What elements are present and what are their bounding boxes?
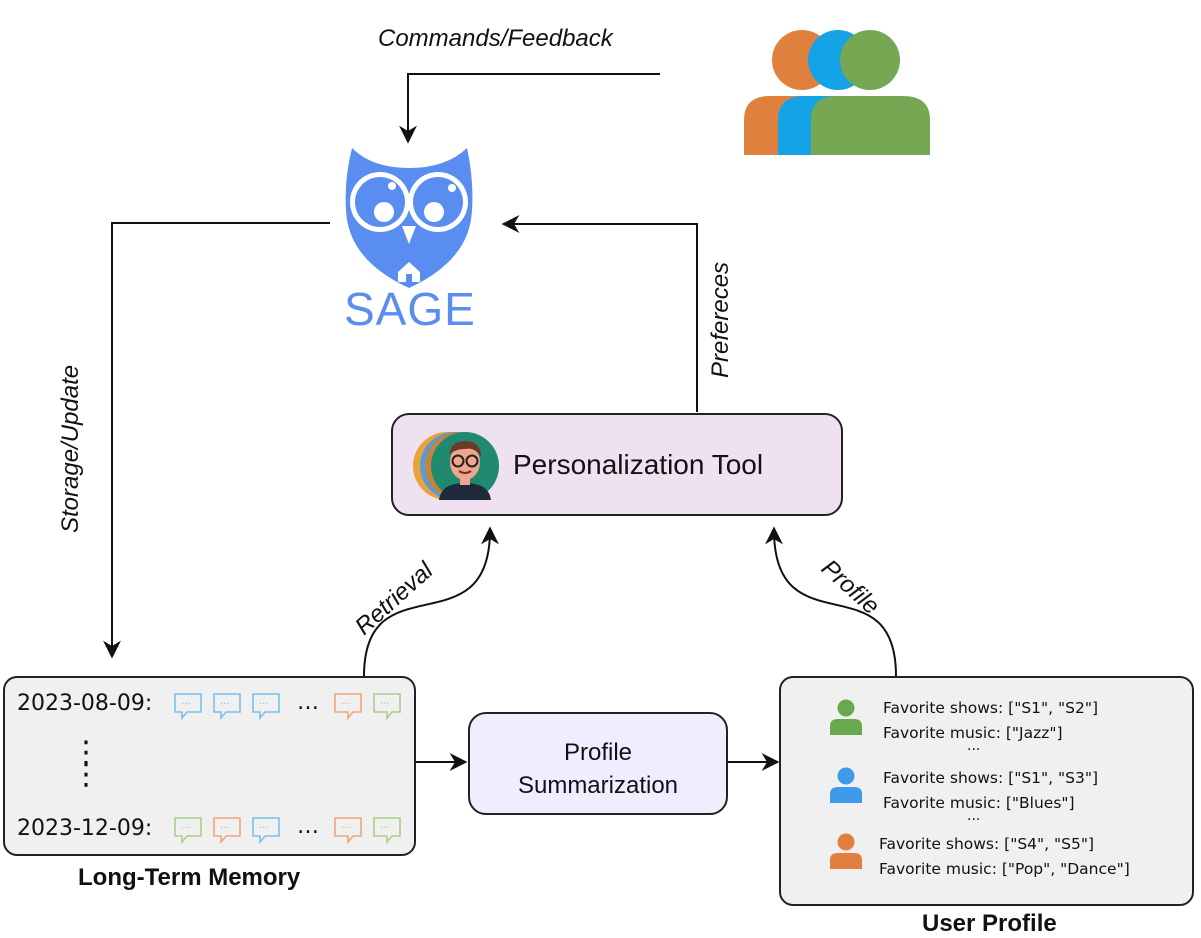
- svg-text:···: ···: [259, 699, 269, 710]
- summarization-line-2: Summarization: [517, 772, 679, 799]
- retrieval-arrow: [363, 526, 499, 677]
- chat-bubble-icon: [174, 693, 202, 721]
- storage-label: Storage/Update: [57, 365, 84, 533]
- profile-dots-1: ...: [967, 738, 981, 754]
- commands-arrow: [399, 73, 660, 144]
- storage-arrow: [103, 222, 330, 659]
- svg-text:···: ···: [220, 823, 230, 834]
- profile-3-shows: Favorite shows: ["S4", "S5"]: [879, 835, 1095, 853]
- memory-row-1-ellipsis: …: [297, 690, 319, 715]
- profile-3-music: Favorite music: ["Pop", "Dance"]: [879, 860, 1130, 878]
- memory-row-2-bubbles: ··· ··· ··· ··· ···: [173, 816, 405, 851]
- owl-logo-icon: [345, 148, 473, 288]
- profile-1-music: Favorite music: ["Jazz"]: [883, 724, 1063, 742]
- memory-date-1: 2023-08-09:: [17, 691, 153, 716]
- sage-label: SAGE: [344, 283, 476, 335]
- svg-text:···: ···: [341, 823, 351, 834]
- profile-arrow: [765, 526, 897, 677]
- svg-text:···: ···: [181, 823, 191, 834]
- user-icon-green: [830, 699, 862, 735]
- memory-row-2-ellipsis: …: [297, 814, 319, 839]
- memory-date-2: 2023-12-09:: [17, 816, 153, 841]
- chat-bubbles-icon: ··· ··· ··· ··· ···: [174, 817, 401, 845]
- user-icon-blue: [830, 767, 862, 803]
- profile-2-music: Favorite music: ["Blues"]: [883, 794, 1075, 812]
- profile-summarization-box: Profile Summarization: [468, 712, 728, 815]
- profile-edge-label: Profile: [816, 554, 885, 620]
- profile-1-shows: Favorite shows: ["S1", "S2"]: [883, 699, 1099, 717]
- commands-label: Commands/Feedback: [378, 25, 615, 52]
- memory-vertical-ellipsis-2: ⋮: [71, 757, 101, 792]
- personalization-tool-label: Personalization Tool: [513, 449, 764, 480]
- personalization-tool-box: Personalization Tool: [391, 413, 843, 516]
- memory-vertical-ellipsis: ⋮: [71, 735, 101, 770]
- user-profile-caption: User Profile: [922, 910, 1057, 937]
- memory-row-1-bubbles: ··· ··· ··· ··· ···: [173, 692, 405, 727]
- svg-text:···: ···: [181, 699, 191, 710]
- summarization-line-1: Profile: [563, 739, 633, 766]
- profile-summarization-label: Profile Summarization: [470, 736, 726, 802]
- preferences-label: Prefereces: [707, 262, 734, 378]
- users-group-icon: [744, 30, 930, 155]
- profile-dots-2: ...: [967, 808, 981, 824]
- svg-text:···: ···: [341, 699, 351, 710]
- profile-2-shows: Favorite shows: ["S1", "S3"]: [883, 769, 1099, 787]
- long-term-memory-caption: Long-Term Memory: [78, 864, 301, 891]
- long-term-memory-box: 2023-08-09: ··· ··· ··· ··· ··· …: [3, 676, 416, 856]
- user-icon-orange: [830, 833, 862, 869]
- svg-text:···: ···: [259, 823, 269, 834]
- chat-bubbles-icon: ··· ··· ··· ··· ···: [174, 693, 401, 721]
- svg-text:···: ···: [380, 699, 390, 710]
- avatar-stack-icon: [413, 432, 499, 500]
- user-profile-box: Favorite shows: ["S1", "S2"] Favorite mu…: [779, 676, 1194, 906]
- svg-text:···: ···: [220, 699, 230, 710]
- retrieval-label: Retrieval: [350, 557, 439, 641]
- svg-text:···: ···: [380, 823, 390, 834]
- preferences-arrow: [501, 215, 698, 412]
